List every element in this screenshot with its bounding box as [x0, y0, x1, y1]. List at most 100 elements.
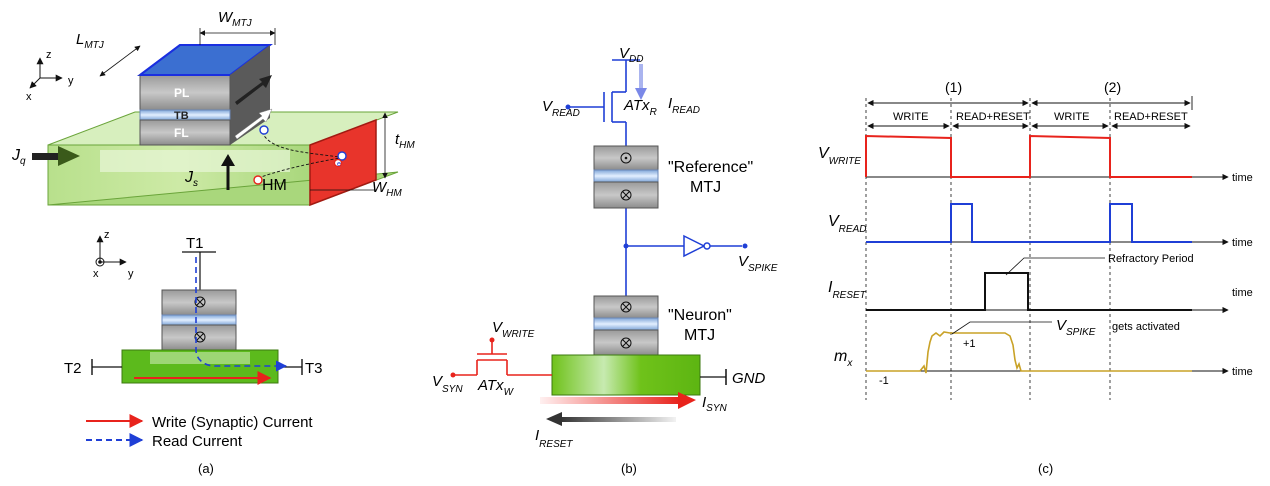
trace-vwrite — [865, 134, 1192, 178]
terminal-t1: T1 — [186, 235, 204, 252]
layer-tb: TB — [174, 110, 189, 122]
iread-label: I — [668, 95, 672, 112]
segment-readreset-2: READ+RESET — [1114, 111, 1188, 123]
electron-label: e — [337, 161, 341, 168]
svg-text:mx: mx — [834, 348, 853, 369]
layer-fl: FL — [174, 126, 189, 140]
annotation-minus1: -1 — [879, 375, 889, 387]
neuron-mtj-line2: MTJ — [684, 327, 715, 344]
iread-arrow-icon — [635, 64, 647, 100]
legend-read: Read Current — [152, 433, 243, 450]
panel-b: VDD VREAD ATxR IREAD "Reference" MTJ VSP… — [432, 45, 778, 476]
svg-text:WMTJ: WMTJ — [218, 9, 253, 29]
vspike-label: V — [738, 253, 750, 270]
segment-write-1: WRITE — [893, 111, 928, 123]
panel-a: z y x PL TB FL — [11, 9, 415, 476]
vsyn-label: V — [432, 373, 444, 390]
terminal-t2: T2 — [64, 360, 82, 377]
axis3d-x: x — [26, 91, 32, 103]
svg-text:LMTJ: LMTJ — [76, 31, 105, 51]
axes-2d-icon — [95, 235, 127, 267]
time-label-1: time — [1232, 172, 1253, 184]
svg-text:IRESET: IRESET — [828, 279, 867, 301]
trace-ireset — [866, 272, 1192, 311]
vspike-sub: SPIKE — [748, 263, 778, 274]
terminal-t3: T3 — [305, 360, 323, 377]
svg-text:VREAD: VREAD — [828, 213, 866, 235]
ref-mtj-line1: "Reference" — [668, 159, 753, 176]
svg-text:VSYN: VSYN — [432, 373, 463, 395]
signal-vwrite: V — [818, 145, 830, 162]
svg-text:VDD: VDD — [619, 45, 643, 65]
hm-end-face — [309, 118, 377, 207]
vwrite-label: V — [492, 319, 504, 336]
mtj-device-2d — [91, 251, 303, 385]
axis2d-x: x — [93, 268, 99, 280]
atxw-label: ATx — [477, 377, 504, 394]
dimension-lines — [99, 28, 388, 191]
time-label-3: time — [1232, 287, 1253, 299]
ref-mtj-line2: MTJ — [690, 179, 721, 196]
atxr-label: ATx — [623, 97, 650, 114]
dim-w-mtj: W — [218, 9, 234, 26]
annotation-vspike: V — [1056, 317, 1068, 334]
dim-t-hm: t — [395, 131, 400, 148]
svg-text:ATxR: ATxR — [623, 97, 657, 118]
inverter-icon — [683, 234, 711, 258]
phase-2: (2) — [1104, 79, 1121, 95]
time-label-2: time — [1232, 237, 1253, 249]
dim-w-hm: W — [372, 179, 388, 196]
legend-write: Write (Synaptic) Current — [152, 414, 313, 431]
iread-sub: READ — [672, 105, 700, 116]
neuron-mtj — [551, 295, 701, 396]
axis2d-y: y — [128, 268, 134, 280]
neuron-mtj-line1: "Neuron" — [668, 307, 732, 324]
write-transistor — [455, 342, 552, 376]
svg-text:VREAD: VREAD — [542, 98, 580, 119]
axis2d-z: z — [104, 229, 110, 241]
jq-arrow-icon — [32, 146, 80, 166]
circuit-wires — [570, 59, 742, 296]
atxw-sub: W — [504, 387, 515, 398]
ireset-label: I — [535, 427, 539, 444]
time-label-4: time — [1232, 366, 1253, 378]
annotation-leaders — [951, 257, 1105, 335]
trace-mx — [866, 331, 1192, 374]
svg-text:VWRITE: VWRITE — [492, 319, 535, 340]
caption-b: (b) — [621, 461, 637, 476]
signal-vwrite-sub: WRITE — [829, 156, 862, 167]
isyn-sub: SYN — [706, 403, 727, 414]
vdd-sub: DD — [629, 54, 643, 65]
signal-vread: V — [828, 213, 840, 230]
annotation-vspike-sub: SPIKE — [1066, 327, 1096, 338]
isyn-arrow-icon — [540, 392, 696, 409]
caption-a: (a) — [198, 461, 214, 476]
js-arrow-icon — [221, 154, 235, 190]
annotation-refractory: Refractory Period — [1108, 253, 1194, 265]
layer-pl: PL — [174, 86, 189, 100]
axes-3d-icon — [29, 57, 63, 89]
axis3d-y: y — [68, 75, 74, 87]
svg-text:IRESET: IRESET — [535, 427, 573, 450]
svg-text:IREAD: IREAD — [668, 95, 700, 116]
axis3d-z: z — [46, 49, 52, 61]
segment-write-2: WRITE — [1054, 111, 1089, 123]
dim-l-mtj: L — [76, 31, 84, 48]
dim-w-mtj-sub: MTJ — [232, 18, 252, 29]
atxr-sub: R — [650, 107, 657, 118]
svg-text:tHM: tHM — [395, 131, 415, 151]
time-axes — [866, 173, 1229, 375]
ireset-sub: RESET — [539, 439, 573, 450]
svg-text:VSPIKE: VSPIKE — [738, 253, 778, 274]
svg-text:VSPIKE: VSPIKE — [1056, 317, 1096, 338]
ireset-arrow-icon — [546, 412, 676, 426]
current-jq-sub: q — [20, 156, 26, 167]
signal-ireset: I — [828, 279, 833, 296]
svg-text:WHM: WHM — [372, 179, 402, 199]
panel-c: (1) (2) WRITE READ+RESET WRITE READ+RESE… — [818, 79, 1253, 476]
vdd-label: V — [619, 45, 631, 62]
dim-t-hm-sub: HM — [399, 140, 415, 151]
dim-w-hm-sub: HM — [386, 188, 402, 199]
svg-text:ATxW: ATxW — [477, 377, 515, 398]
